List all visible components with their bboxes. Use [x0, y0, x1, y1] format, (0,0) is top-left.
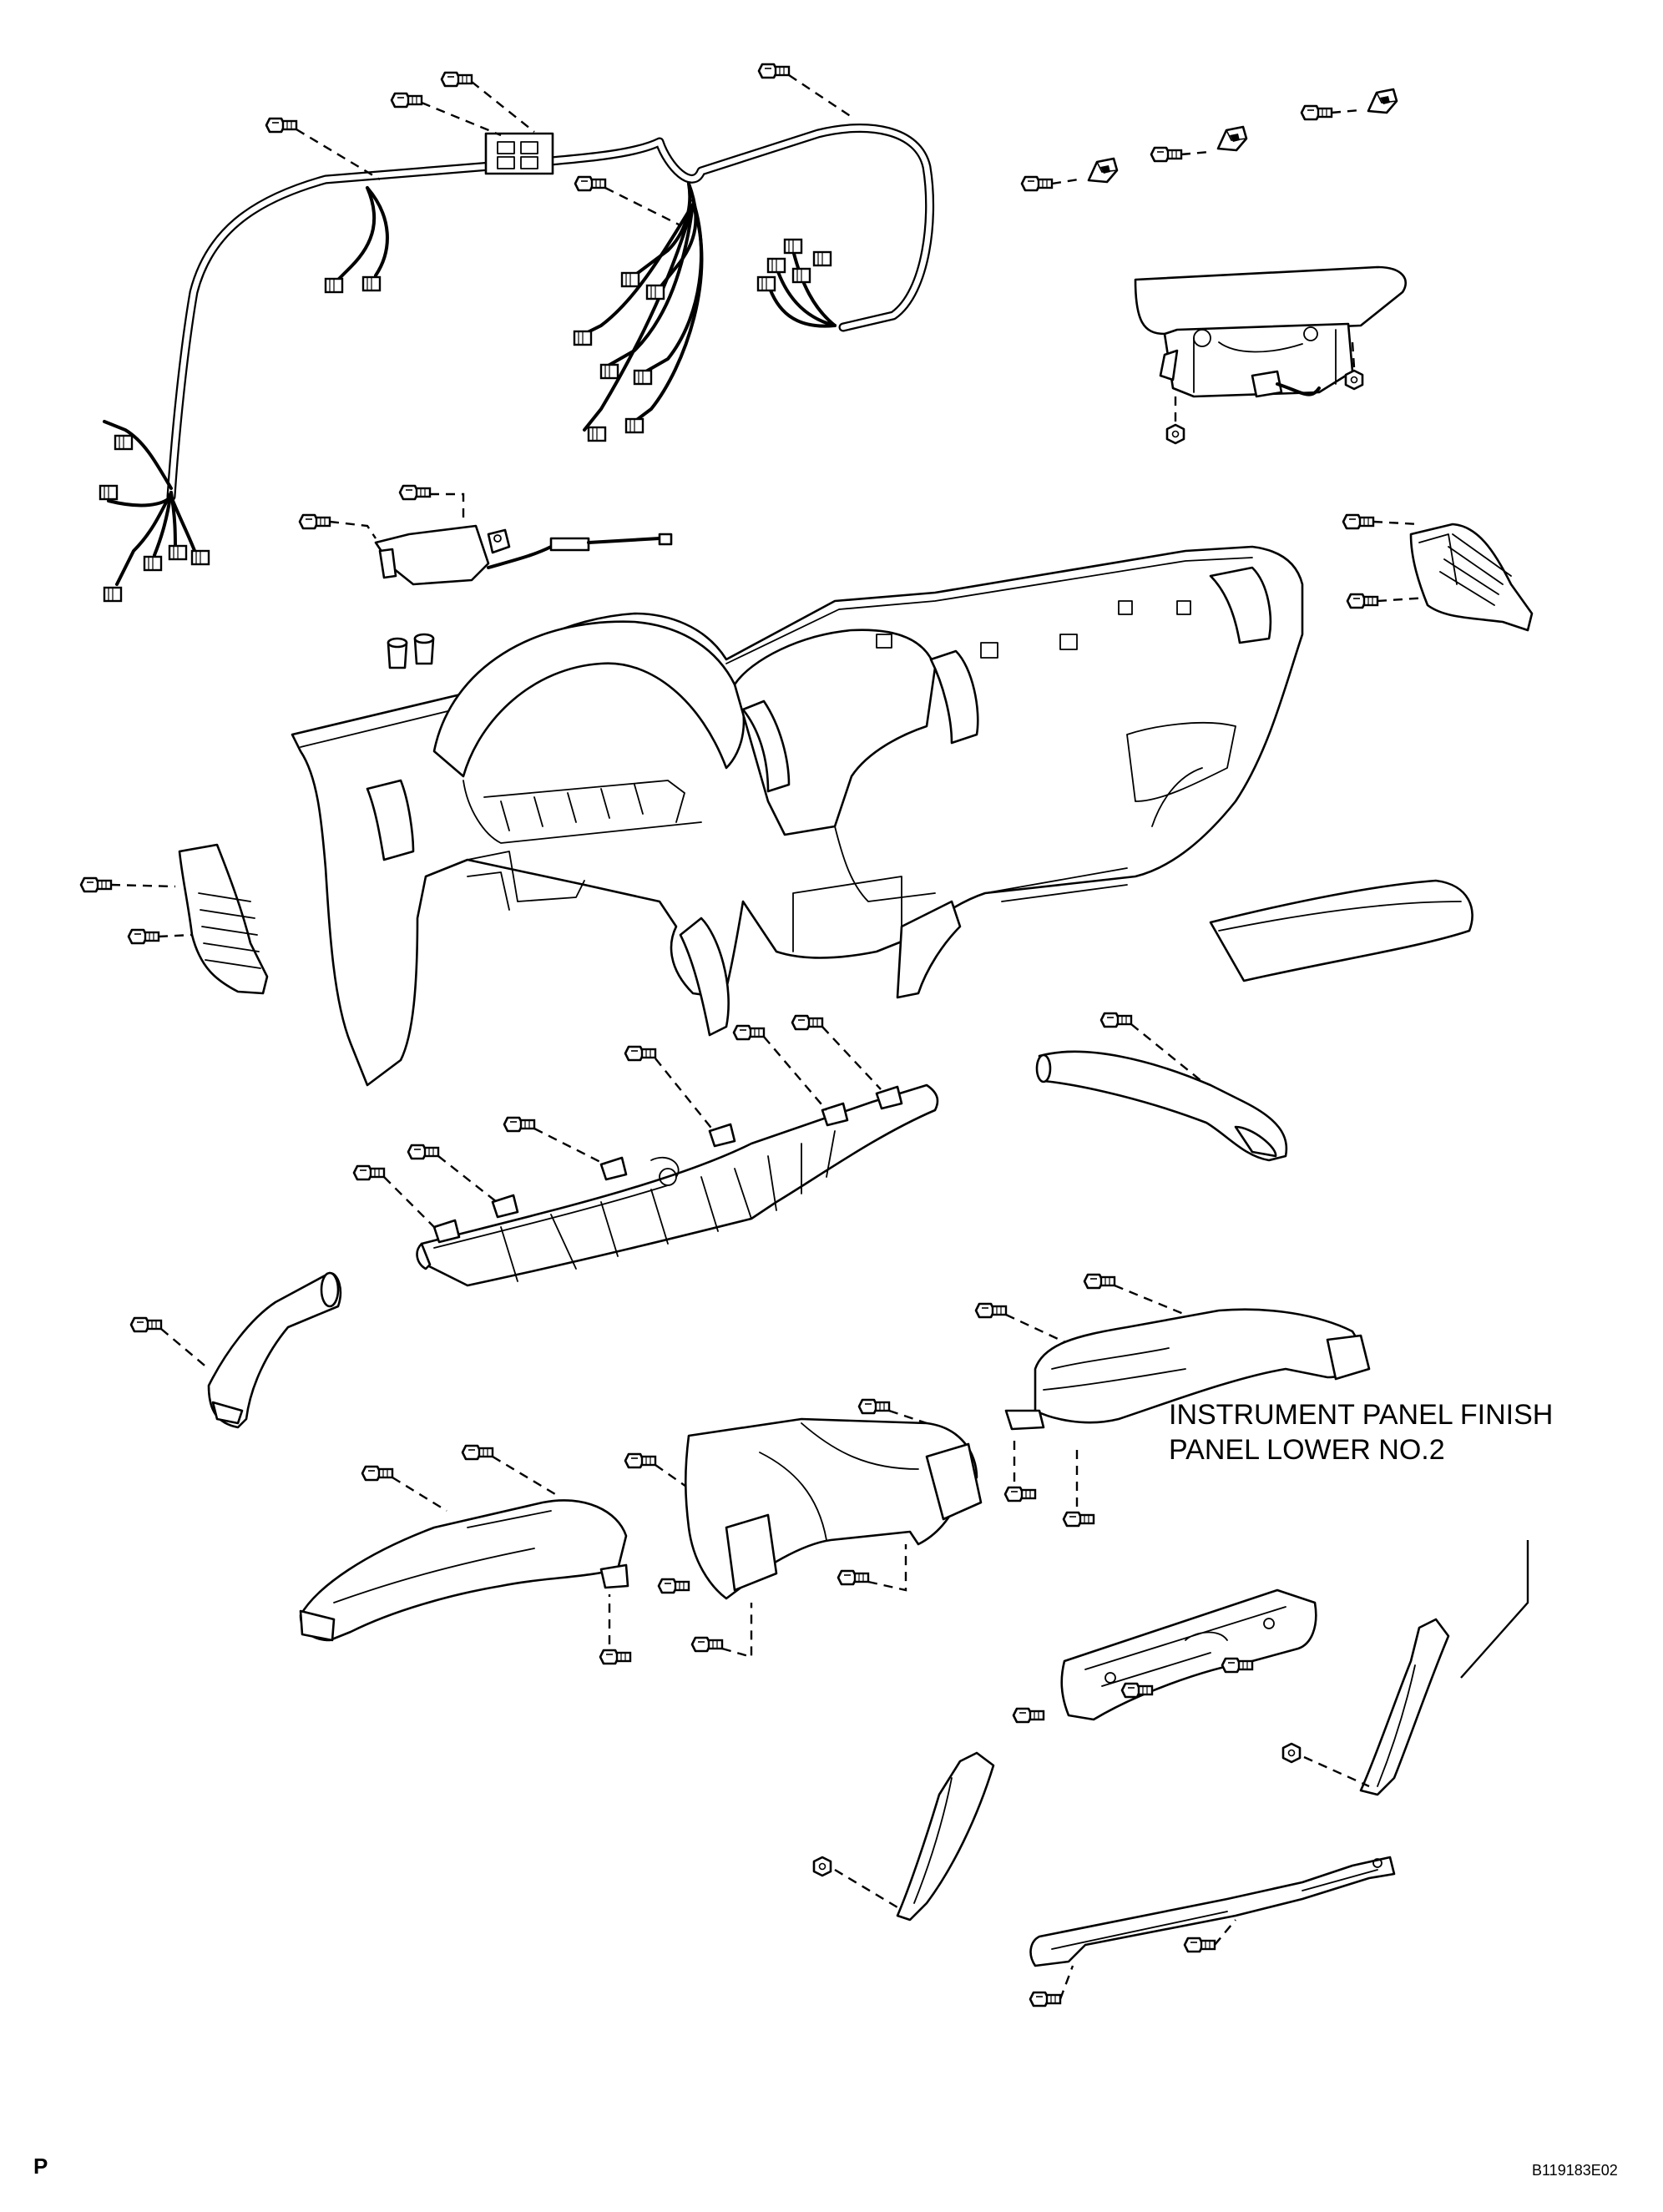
rear-duct-left [299, 1444, 632, 1665]
finish-panel-right [1209, 879, 1473, 982]
rear-duct-center [624, 1398, 983, 1659]
callout-line-1: INSTRUMENT PANEL FINISH [1169, 1399, 1554, 1431]
center-duct-bolts [352, 1014, 882, 1232]
sensor-bracket [298, 484, 673, 586]
retainer-clips [1020, 88, 1398, 192]
instrument-panel-body [291, 545, 1304, 1087]
corner-mark: P [33, 2154, 48, 2179]
side-defroster-duct-left [129, 1271, 342, 1429]
instrument-panel-wire-harness [99, 124, 935, 603]
callout-line-2: PANEL LOWER NO.2 [1169, 1434, 1445, 1466]
figure-code: B119183E02 [1532, 2162, 1618, 2179]
side-air-vent-right [1342, 513, 1534, 632]
passenger-airbag-assembly [1134, 265, 1407, 445]
side-air-vent-left [79, 843, 269, 995]
callout-label: INSTRUMENT PANEL FINISH PANEL LOWER NO.2 [1169, 1397, 1553, 1467]
lower-bracket-bottom [1029, 1856, 1396, 2007]
rear-duct-right [974, 1273, 1371, 1528]
center-air-duct [416, 1083, 939, 1287]
lower-bracket-center [1012, 1588, 1317, 1724]
plug-caps [387, 633, 435, 669]
callout-leader-line [1460, 1540, 1529, 1679]
side-defroster-duct-right [1035, 1012, 1288, 1162]
lower-bracket-left-vertical [812, 1751, 995, 1922]
finish-panel-lower-no2 [1281, 1618, 1450, 1796]
harness-bolts [265, 63, 852, 227]
